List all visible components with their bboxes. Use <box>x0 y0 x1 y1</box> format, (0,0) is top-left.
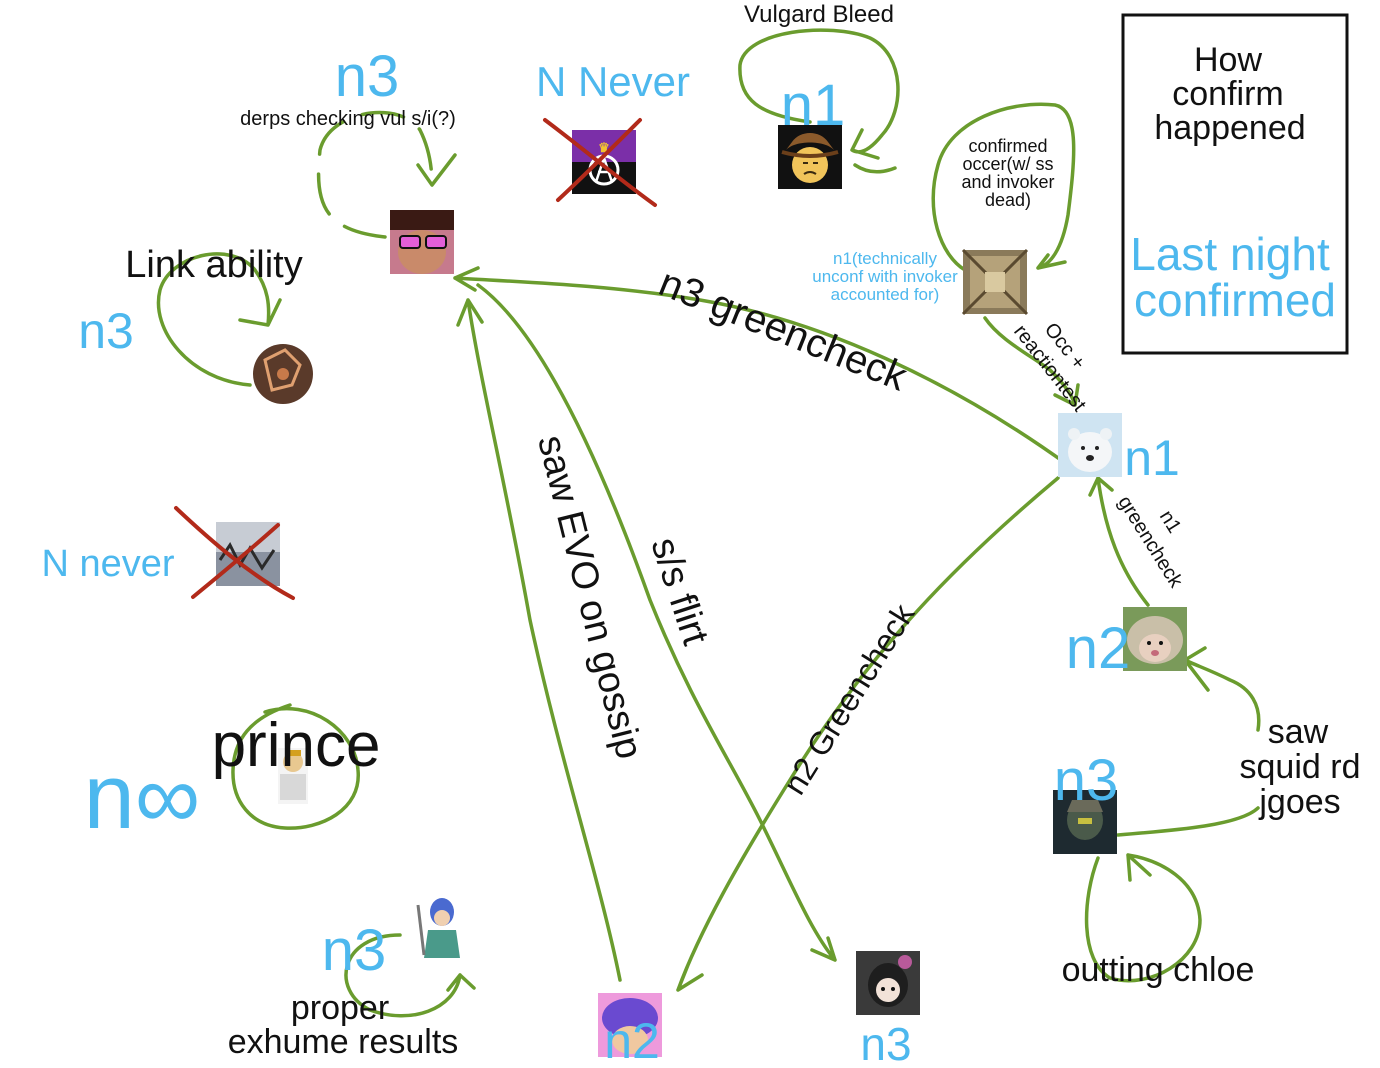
night-bottom-center: n2 <box>604 1013 660 1068</box>
night-top-left: n3 <box>335 44 400 109</box>
saw-evo-arrow <box>456 298 622 982</box>
rock-avatar[interactable] <box>253 344 313 404</box>
n1-greencheck-arrow <box>1088 476 1150 607</box>
mage-avatar[interactable] <box>410 893 474 958</box>
ss-flirt-label: s/s flirt <box>642 533 716 651</box>
purple-hair-avatar[interactable] <box>598 993 662 1057</box>
prince-label: prince <box>212 711 381 780</box>
n1-greencheck-line-1: n1 <box>1155 507 1185 538</box>
night-bottom-right: n3 <box>860 1018 911 1068</box>
saw-squid-line-2: squid rd <box>1240 748 1361 786</box>
legend-box: How confirm happened Last night confirme… <box>1121 13 1349 355</box>
link-ability-loop-arrow <box>156 252 282 387</box>
confirmed-occer-loop-arrow <box>931 102 1076 272</box>
proper-exhume-line-2: exhume results <box>228 1023 459 1061</box>
n2-greencheck-label: n2 Greencheck <box>776 597 922 801</box>
derps-checking-label: derps checking vul s/i(?) <box>240 108 456 130</box>
technically-unconf-line-1: n1(technically <box>833 249 937 268</box>
technically-unconf-line-3: accounted for) <box>831 285 940 304</box>
crown-icon: ♛ <box>598 140 610 155</box>
proper-exhume-loop-arrow <box>344 933 476 1018</box>
confirmed-occer-line-1: confirmed <box>968 136 1047 156</box>
saw-evo-label: saw EVO on gossip <box>529 431 650 763</box>
confirmed-occer-line-4: dead) <box>985 190 1031 210</box>
legend-title-line-2: confirm <box>1172 75 1283 113</box>
sunglasses-avatar[interactable] <box>390 210 454 274</box>
legend-subtitle-line-2: confirmed <box>1134 274 1336 326</box>
ss-flirt-arrow <box>476 283 837 962</box>
night-link: n3 <box>78 303 134 359</box>
n1-greencheck-line-2: greencheck <box>1113 492 1187 592</box>
n-never-left-label: N never <box>41 543 174 585</box>
confirmed-occer-line-2: occer(w/ ss <box>962 154 1053 174</box>
warrior-avatar[interactable] <box>1053 790 1117 854</box>
occ-reactiontest-arrow <box>983 316 1080 407</box>
polar-bear-avatar[interactable] <box>1058 413 1122 477</box>
anarchy-cross-mark <box>543 118 657 207</box>
legend-title-line-1: How <box>1194 41 1262 79</box>
legend-subtitle-line-1: Last night <box>1130 228 1330 280</box>
night-infinity: n∞ <box>84 746 201 848</box>
hedgehog-avatar[interactable] <box>1123 607 1187 671</box>
night-vulgard: n1 <box>781 73 846 138</box>
vulgard-bleed-loop-arrow <box>738 28 900 160</box>
night-bottom-left: n3 <box>322 918 387 983</box>
prince-circle <box>231 703 360 830</box>
legend-title-line-3: happened <box>1154 109 1305 147</box>
saw-squid-line-1: saw <box>1268 713 1329 751</box>
n-never-top-label: N Never <box>536 58 690 105</box>
cowboy-avatar[interactable] <box>778 125 842 189</box>
n2-greencheck-arrow <box>676 476 1060 992</box>
vulgard-bleed-loop-tail-arrow <box>853 163 897 174</box>
church-avatar[interactable] <box>961 248 1029 316</box>
prince-avatar[interactable] <box>278 748 308 804</box>
arrow-group <box>156 28 1261 1018</box>
saw-squid-line-3: jgoes <box>1258 783 1340 821</box>
technically-unconf-line-2: unconf with invoker <box>812 267 958 286</box>
saw-squid-arrow <box>1116 646 1261 837</box>
night-hedgehog: n2 <box>1066 616 1131 681</box>
flower-girl-avatar[interactable] <box>856 951 920 1015</box>
battle-painting-avatar[interactable] <box>216 522 280 586</box>
battle-painting-cross-mark <box>174 506 295 600</box>
link-ability-label: Link ability <box>125 244 302 286</box>
outting-chloe-loop-arrow <box>1084 853 1202 983</box>
outting-chloe-label: outting chloe <box>1062 951 1255 989</box>
night-warrior: n3 <box>1054 748 1119 813</box>
proper-exhume-line-1: proper <box>291 989 389 1027</box>
confirmed-occer-line-3: and invoker <box>961 172 1054 192</box>
n3-greencheck-arrow <box>453 266 1070 467</box>
derps-checking-loop-arrow <box>316 110 457 239</box>
vulgard-bleed-label: Vulgard Bleed <box>744 1 894 28</box>
night-polar: n1 <box>1124 430 1180 486</box>
